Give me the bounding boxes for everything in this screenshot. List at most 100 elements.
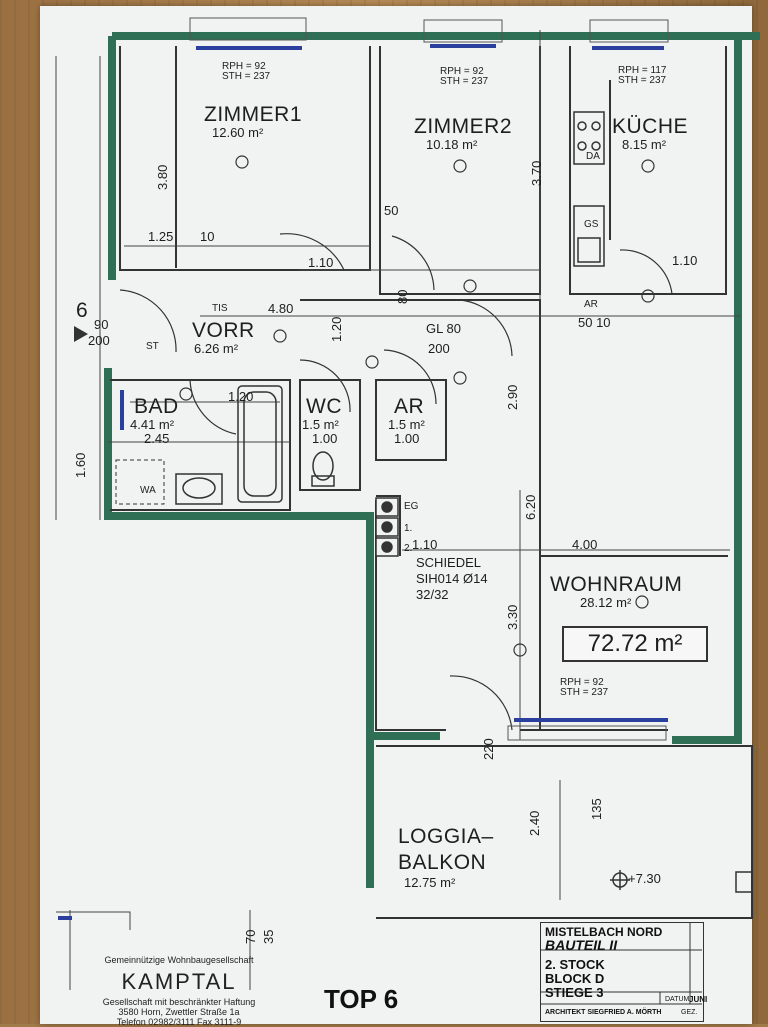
room-area-bad: 4.41 m² — [130, 417, 175, 432]
dim-620: 6.20 — [523, 494, 538, 520]
dim-100: 1.00 — [312, 431, 338, 446]
dim-50: 50 — [384, 203, 399, 218]
dim-80: 80 — [395, 289, 410, 304]
rph-zimmer2: RPH = 92 — [440, 66, 484, 77]
dim-ar5010: 50 10 — [578, 315, 611, 330]
dim-480: 4.80 — [268, 301, 294, 316]
logo-line1: Gemeinnützige Wohnbaugesellschaft — [104, 955, 254, 965]
dim-220: 220 — [481, 738, 496, 760]
dim-90: 90 — [94, 317, 109, 332]
dim-160: 1.60 — [73, 452, 88, 478]
dim-elevation: +7.30 — [628, 871, 661, 886]
dim-70: 70 — [243, 929, 258, 944]
dim-400: 4.00 — [572, 537, 598, 552]
windows — [58, 44, 668, 920]
room-name-zimmer2: ZIMMER2 — [414, 115, 512, 138]
outlet-symbols — [179, 155, 655, 657]
room-area-vorr: 6.26 m² — [194, 341, 239, 356]
dim-110-b: 1.10 — [672, 253, 698, 268]
dim-gl80: GL 80 — [426, 321, 461, 336]
dim-370: 3.70 — [529, 160, 544, 186]
room-name-ar: AR — [394, 395, 425, 418]
datum-label: DATUM — [665, 996, 690, 1003]
total-area-box: 72.72 m² — [562, 626, 708, 662]
label-ar-small: AR — [584, 299, 598, 310]
dim-110-c: 1.10 — [412, 537, 438, 552]
label-1: 1. — [404, 523, 413, 534]
room-name-vorr: VORR — [192, 319, 255, 342]
stair-label: STIEGE 3 — [545, 985, 604, 1000]
room-area-wohnraum: 28.12 m² — [580, 595, 632, 610]
dim-120-b: 1.20 — [228, 389, 254, 404]
chimney-line1: SCHIEDEL — [416, 555, 482, 570]
room-area-zimmer2: 10.18 m² — [426, 137, 478, 152]
logo-line3: 3580 Horn, Zwettler Straße 1a — [118, 1007, 240, 1017]
corner-box — [735, 871, 753, 893]
title-block-lines — [540, 922, 702, 1005]
chimney-line2: SIH014 Ø14 — [416, 571, 488, 586]
dim-100-b: 1.00 — [394, 431, 420, 446]
title-block: MISTELBACH NORD BAUTEIL II 2. STOCK BLOC… — [540, 922, 708, 1022]
interior-walls — [110, 46, 753, 919]
room-area-loggia: 12.75 m² — [404, 875, 456, 890]
label-st: ST — [146, 341, 159, 352]
washbasin — [175, 473, 223, 505]
chimney-line3: 32/32 — [416, 587, 449, 602]
wash-machine-box — [115, 459, 165, 505]
sheet-label: TOP 6 — [324, 984, 399, 1014]
room-area-zimmer1: 12.60 m² — [212, 125, 264, 140]
label-tis: TIS — [212, 303, 228, 314]
rph-wohnraum: RPH = 92 — [560, 677, 604, 688]
toilet — [311, 451, 335, 487]
dim-125: 1.25 — [148, 229, 174, 244]
architect-label: ARCHITEKT SIEGFRIED A. MÖRTH — [545, 1009, 662, 1016]
logo-line4: Telefon 02982/3111 Fax 3111-9 — [116, 1017, 242, 1027]
door-swings — [119, 233, 673, 731]
logo-name: KAMPTAL — [121, 969, 237, 994]
label-2: 2. — [404, 543, 413, 554]
sth-wohnraum: STH = 237 — [560, 687, 609, 698]
room-name-wc: WC — [306, 395, 342, 418]
sth-zimmer2: STH = 237 — [440, 76, 489, 87]
sth-zimmer1: STH = 237 — [222, 71, 271, 82]
dim-245: 2.45 — [144, 431, 170, 446]
dim-10: 10 — [200, 229, 215, 244]
section-number: 6 — [76, 299, 89, 322]
dim-135: 135 — [589, 798, 604, 820]
section-triangle — [74, 326, 88, 342]
label-wa: WA — [140, 485, 156, 496]
chimney-flues — [375, 497, 399, 557]
project-line1: MISTELBACH NORD — [545, 925, 663, 939]
room-name-loggia-2: BALKON — [398, 851, 487, 874]
kamptal-logo: Gemeinnützige Wohnbaugesellschaft KAMPTA… — [84, 955, 274, 1027]
kitchen-sink — [573, 205, 605, 267]
datum-value: JUNI — [689, 995, 708, 1004]
label-da: DA — [586, 151, 600, 162]
kitchen-stove — [573, 111, 605, 165]
room-name-zimmer1: ZIMMER1 — [204, 103, 302, 126]
label-eg: EG — [404, 501, 419, 512]
room-name-wohnraum: WOHNRAUM — [550, 573, 683, 596]
room-area-ar: 1.5 m² — [388, 417, 425, 432]
dim-290: 2.90 — [505, 384, 520, 410]
rph-kueche: RPH = 117 — [618, 65, 667, 76]
logo-line2: Gesellschaft mit beschränkter Haftung — [102, 997, 256, 1007]
dim-120-a: 1.20 — [329, 316, 344, 342]
sth-kueche: STH = 237 — [618, 75, 667, 86]
dim-330: 3.30 — [505, 604, 520, 630]
room-name-loggia-1: LOGGIA– — [398, 825, 494, 848]
elevation-marker — [610, 870, 630, 890]
room-name-bad: BAD — [134, 395, 179, 418]
bathtub — [237, 385, 283, 503]
gez-label: GEZ. — [681, 1009, 698, 1016]
project-line2: BAUTEIL II — [545, 937, 618, 953]
dim-200: 200 — [88, 333, 110, 348]
room-area-wc: 1.5 m² — [302, 417, 339, 432]
exterior-walls — [104, 32, 760, 888]
dim-gl200: 200 — [428, 341, 450, 356]
dim-240: 2.40 — [527, 810, 542, 836]
dim-35: 35 — [261, 929, 276, 944]
dimension-lines — [55, 30, 740, 990]
room-area-kueche: 8.15 m² — [622, 137, 667, 152]
